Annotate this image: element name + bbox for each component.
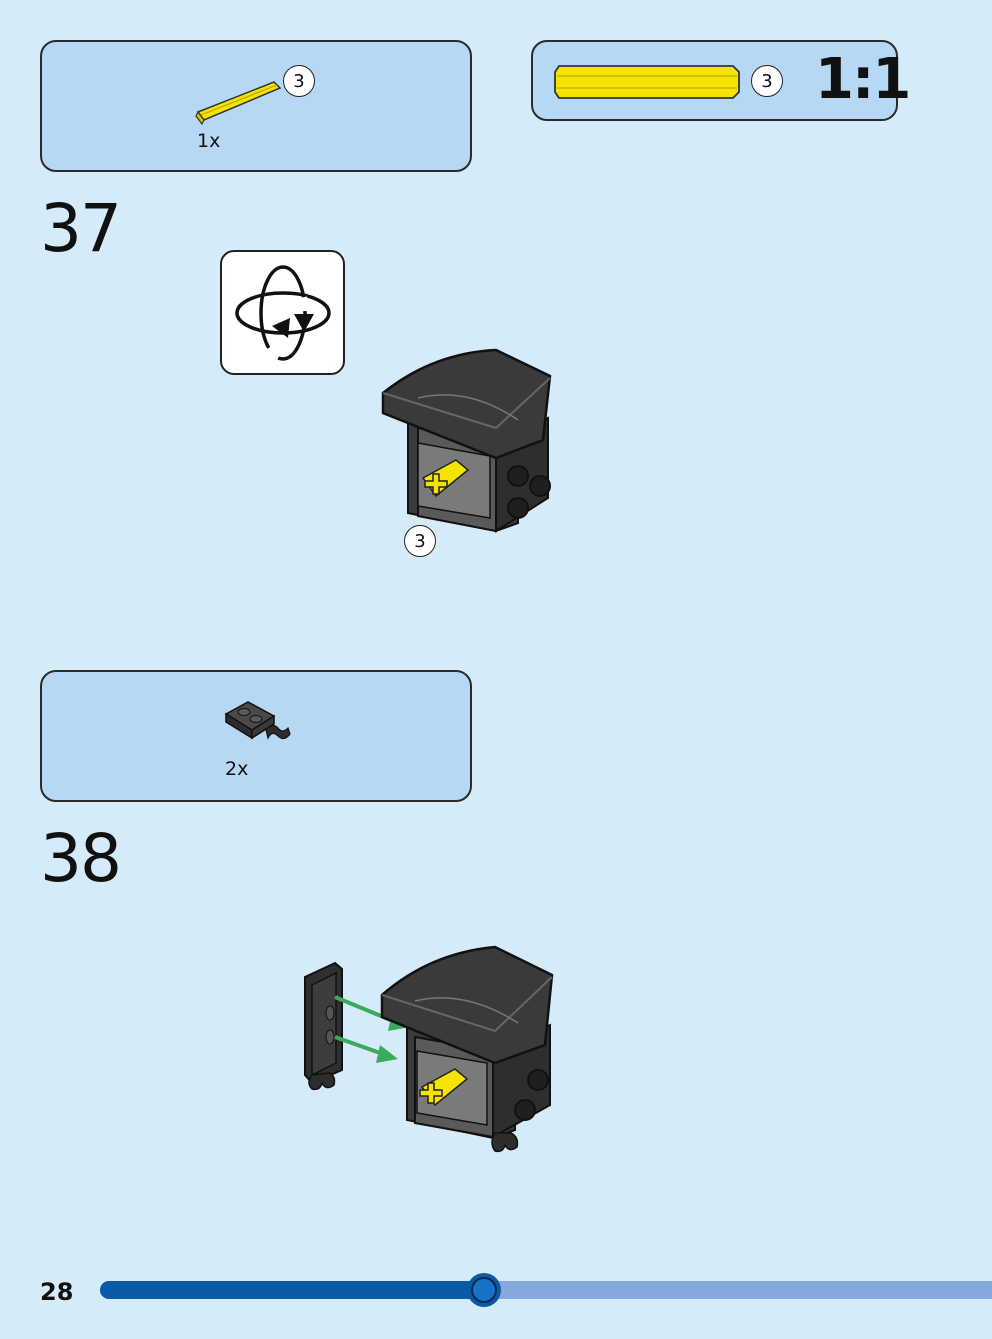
model-callout-circle: 3 <box>404 525 436 557</box>
rotate-model-indicator <box>220 250 345 375</box>
step-number: 37 <box>40 190 122 267</box>
rotate-icon <box>235 263 331 363</box>
page-number: 28 <box>40 1278 74 1306</box>
step-number: 38 <box>40 820 122 897</box>
scale-callout-circle: 3 <box>751 65 783 97</box>
yellow-axle-part <box>195 81 282 126</box>
axle-scale-part <box>554 65 740 99</box>
scale-reference-box: 3 1:1 <box>531 40 911 121</box>
black-plate-clips-part <box>224 701 291 740</box>
part-quantity: 2x <box>225 758 249 780</box>
parts-box-step-38: 2x <box>40 670 472 802</box>
progress-fill <box>100 1281 484 1299</box>
model-assembly-step-37 <box>381 348 552 533</box>
parts-box-step-37: 3 1x <box>40 40 472 172</box>
scale-label: 1:1 <box>815 47 911 112</box>
part-callout-circle: 3 <box>283 65 315 97</box>
model-assembly-step-38 <box>304 945 554 1153</box>
progress-knob <box>466 1273 501 1307</box>
part-quantity: 1x <box>197 130 221 152</box>
